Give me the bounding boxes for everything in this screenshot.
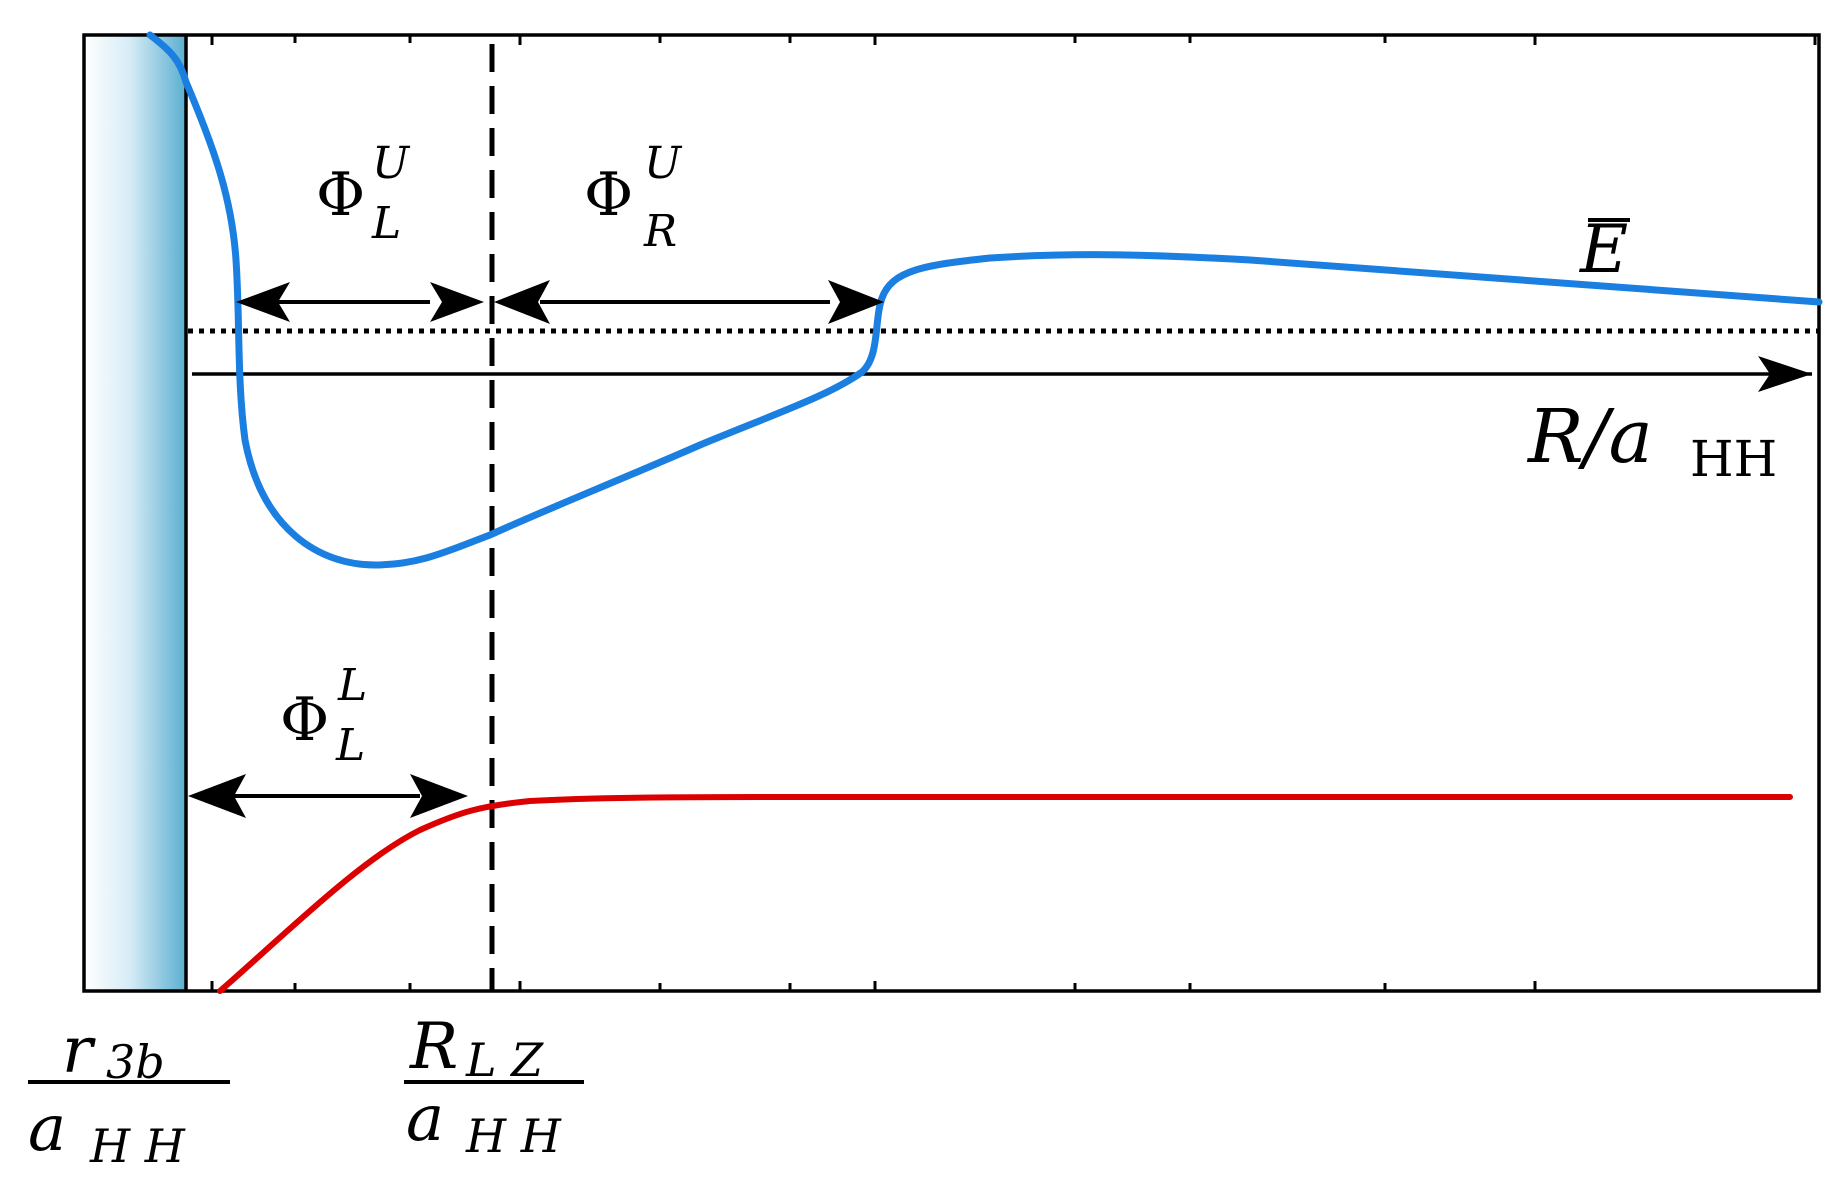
r3b-denominator: a <box>28 1092 66 1166</box>
phi-lu-label: Φ <box>316 160 365 230</box>
rlz-numerator: R <box>409 1010 458 1084</box>
phi-lu-sup: U <box>372 138 411 189</box>
plot-frame <box>82 33 1821 993</box>
rlz-denominator: a <box>406 1082 444 1156</box>
phi-ll-sup: L <box>337 660 367 711</box>
energy-label: E <box>1579 211 1628 288</box>
short-range-wall <box>84 35 186 991</box>
x-axis-label: R/a <box>1526 394 1653 480</box>
phi-ru-arrow <box>494 280 884 324</box>
phi-ll-sub: L <box>335 720 365 771</box>
r3b-numerator: r <box>62 1014 96 1088</box>
x-axis-label-sub: HH <box>1690 430 1777 488</box>
r3b-denominator-sub: H H <box>89 1119 186 1173</box>
top-ticks <box>210 35 1817 45</box>
rlz-numerator-sub: L Z <box>465 1033 544 1087</box>
phi-ru-sub: R <box>643 206 677 257</box>
phi-ll-arrow <box>188 774 468 818</box>
r-axis-arrowhead <box>1758 356 1812 392</box>
lower-potential-curve <box>217 794 1793 994</box>
phi-lu-sub: L <box>371 198 401 249</box>
phi-lu-arrow <box>236 282 484 322</box>
phi-ru-sup: U <box>644 138 683 189</box>
rlz-denominator-sub: H H <box>465 1109 562 1163</box>
phi-ll-label: Φ <box>280 685 329 755</box>
bottom-ticks <box>210 981 1537 991</box>
upper-potential-curve <box>146 31 1823 569</box>
phi-ru-label: Φ <box>584 160 633 230</box>
